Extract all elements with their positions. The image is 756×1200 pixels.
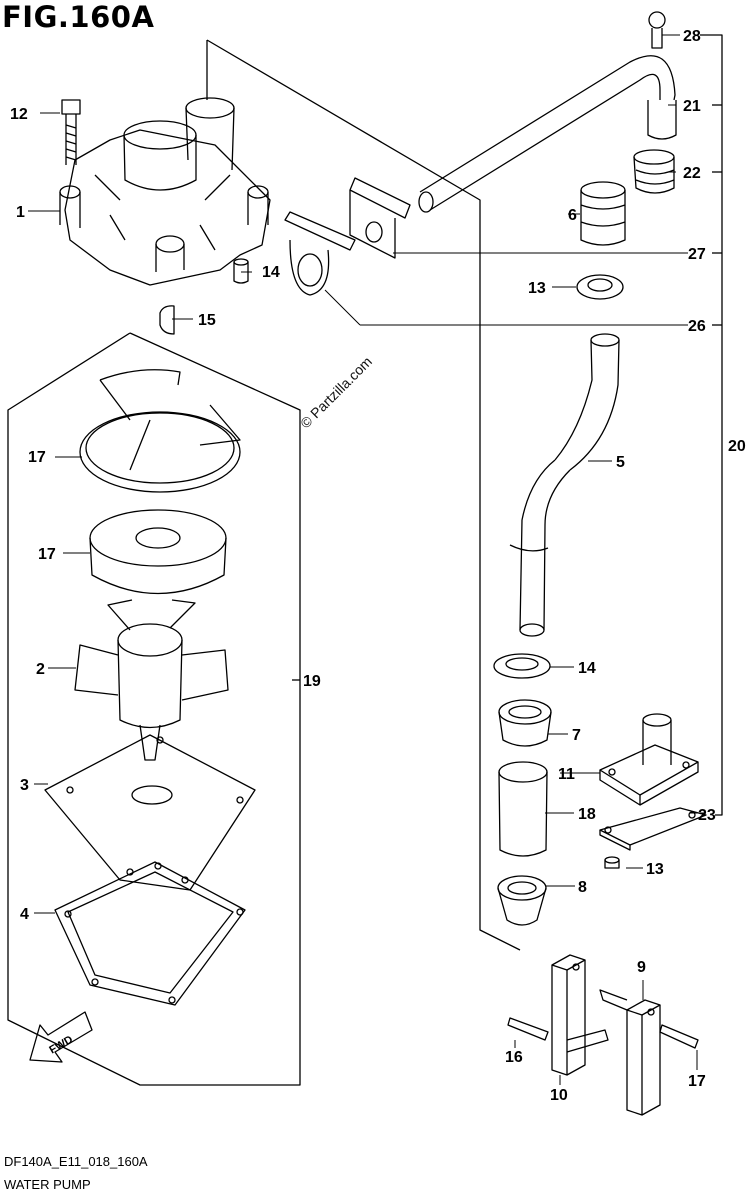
impeller-2: [74, 599, 229, 761]
callout-1: 1: [16, 204, 25, 221]
bracket-27: [349, 177, 411, 259]
water-tube-5: [509, 333, 620, 637]
bolt-12: [61, 99, 81, 165]
callout-27: 27: [688, 246, 706, 263]
plate-3: [44, 734, 256, 891]
callout-4: 4: [20, 906, 29, 923]
callout-16: 15: [198, 312, 216, 329]
fwd-label: FWD: [47, 1034, 75, 1057]
callout-17-left: 16: [505, 1049, 523, 1066]
outlet-pipe: [418, 55, 677, 213]
callout-14-lower: 14: [578, 660, 596, 677]
callout-9: 9: [637, 959, 646, 976]
outlet-housing-11: [599, 713, 699, 806]
anode-9: [599, 989, 661, 1116]
diagram-subtitle: WATER PUMP: [4, 1177, 91, 1192]
callout-3: 3: [20, 777, 29, 794]
clamp-26: [284, 211, 356, 296]
callout-26: 26: [688, 318, 706, 335]
figure-title: FIG.160A: [2, 0, 155, 34]
pump-case: [59, 97, 271, 286]
gasket-4: [54, 861, 246, 1006]
callout-25: 23: [698, 807, 716, 824]
key-16: [159, 305, 175, 335]
callout-28: 28: [683, 28, 701, 45]
callout-15: 14: [262, 264, 280, 281]
assembly-outline: [206, 39, 521, 951]
dowel-pin-15: [233, 258, 249, 284]
seal-14-upper: [576, 274, 624, 300]
callout-24: 22: [683, 165, 701, 182]
callout-23: 21: [683, 98, 701, 115]
seal-14-lower: [493, 653, 551, 679]
callout-18: 17: [38, 546, 56, 563]
bolt-13: [604, 856, 620, 869]
callout-11: 11: [558, 766, 575, 783]
anode-10: [551, 954, 609, 1076]
callout-13: 13: [646, 861, 664, 878]
callout-12: 12: [10, 106, 28, 123]
kit-21-bracket: [7, 332, 301, 1086]
screw-17-left: [507, 1017, 549, 1041]
callout-22: 20: [728, 438, 746, 455]
grommet-6: [580, 181, 626, 246]
ring-19: [79, 369, 241, 493]
callout-5: 5: [616, 454, 625, 471]
callout-7: 7: [572, 727, 581, 744]
callout-21: 19: [303, 673, 321, 690]
screw-17-right: [659, 1024, 699, 1049]
fwd-arrow: [29, 1011, 93, 1063]
callout-19: 17: [28, 449, 46, 466]
callout-labels: 12 1 14 15 17 17 2 19 3 4 28 21 22 6 27 …: [10, 28, 746, 1104]
gasket-25: [599, 807, 707, 851]
grommet-24: [633, 149, 675, 194]
callout-20: 18: [578, 806, 596, 823]
kit-22-bracket: [700, 34, 723, 816]
callout-17-right: 17: [688, 1073, 706, 1090]
sleeve-20: [498, 761, 548, 857]
callout-14-upper: 13: [528, 280, 546, 297]
grommet-7: [498, 699, 552, 747]
liner-18: [89, 509, 227, 595]
callout-6: 6: [568, 207, 577, 224]
callout-2: 2: [36, 661, 45, 678]
callout-8: 8: [578, 879, 587, 896]
diagram-code: DF140A_E11_018_160A: [4, 1154, 148, 1169]
grommet-8: [497, 875, 547, 926]
callout-10: 10: [550, 1087, 568, 1104]
screw-28: [648, 11, 666, 49]
